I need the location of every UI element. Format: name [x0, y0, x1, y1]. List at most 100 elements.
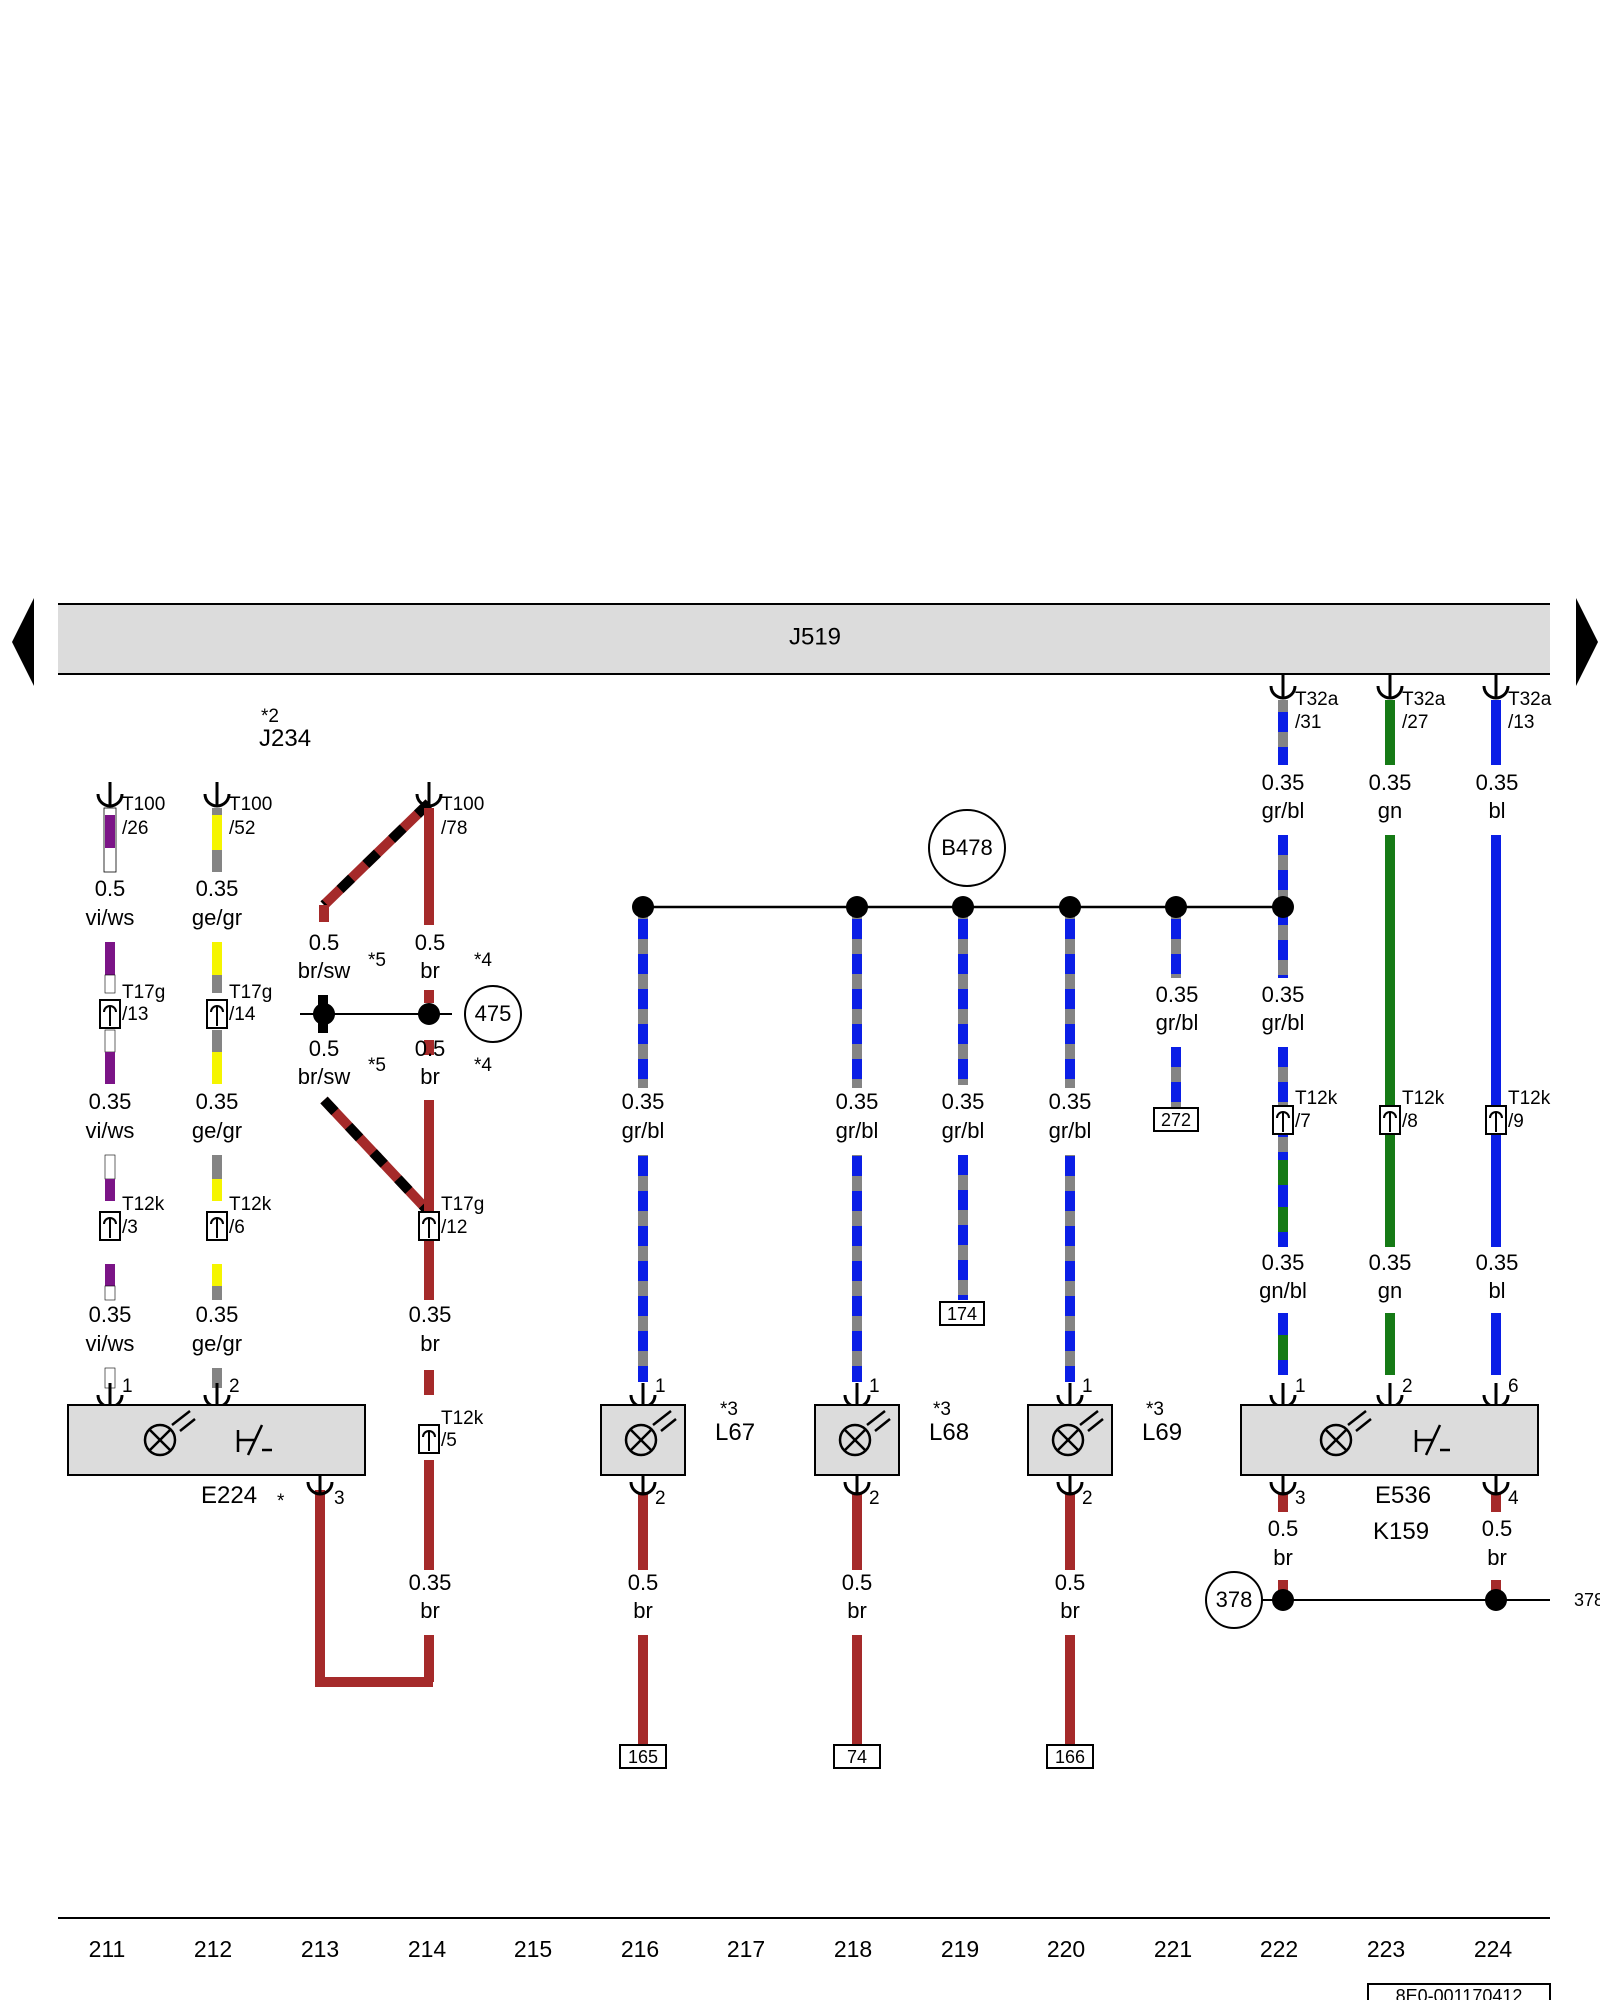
svg-text:0.5: 0.5: [309, 1036, 340, 1061]
svg-text:219: 219: [941, 1936, 979, 1962]
reference-378-edge: 378: [1574, 1590, 1600, 1610]
svg-text:2: 2: [869, 1488, 880, 1509]
lamp-icon: [838, 1410, 891, 1457]
svg-text:gr/bl: gr/bl: [1262, 798, 1305, 823]
svg-text:/78: /78: [441, 818, 467, 839]
lamp-l67: [600, 1404, 686, 1476]
svg-text:T100: T100: [229, 794, 272, 815]
svg-text:/9: /9: [1508, 1111, 1524, 1132]
splices: [632, 896, 1507, 1611]
svg-text:L68: L68: [929, 1419, 969, 1446]
svg-text:4: 4: [1508, 1488, 1519, 1509]
column-numbers: 211 212 213 214 215 216 217 218 219 220 …: [89, 1936, 1513, 1962]
svg-text:2: 2: [1082, 1488, 1093, 1509]
svg-text:gr/bl: gr/bl: [1156, 1010, 1199, 1035]
svg-text:/13: /13: [122, 1004, 148, 1025]
svg-text:*3: *3: [933, 1399, 951, 1420]
svg-text:0.5: 0.5: [1268, 1516, 1299, 1541]
svg-text:*5: *5: [368, 1055, 386, 1076]
svg-text:0.35: 0.35: [1369, 1250, 1412, 1275]
connector-labels: T100/26 T100/52 T100/78 T17g/13 T17g/14 …: [122, 689, 1552, 1451]
svg-text:/5: /5: [441, 1430, 457, 1451]
svg-text:0.35: 0.35: [836, 1089, 879, 1114]
svg-text:0.5: 0.5: [309, 930, 340, 955]
control-unit-label: J519: [789, 623, 841, 650]
inline-connector-arrows: [103, 1005, 1503, 1451]
svg-text:0.35: 0.35: [409, 1570, 452, 1595]
page-next-arrow[interactable]: [1576, 598, 1598, 686]
control-unit-j519: J519: [12, 598, 1598, 686]
svg-text:2: 2: [229, 1376, 240, 1397]
svg-text:/6: /6: [229, 1217, 245, 1238]
svg-text:T100: T100: [441, 794, 484, 815]
svg-text:0.35: 0.35: [622, 1089, 665, 1114]
svg-text:br: br: [1273, 1545, 1293, 1570]
lamp-icon: [1051, 1410, 1104, 1457]
svg-text:224: 224: [1474, 1936, 1513, 1962]
svg-text:ge/gr: ge/gr: [192, 1118, 242, 1143]
svg-text:0.35: 0.35: [1156, 982, 1199, 1007]
svg-text:217: 217: [727, 1936, 765, 1962]
svg-text:gn: gn: [1378, 1278, 1402, 1303]
svg-text:0.35: 0.35: [196, 876, 239, 901]
svg-text:*4: *4: [474, 950, 492, 971]
lamp-icon: [1319, 1410, 1372, 1457]
svg-text:T12k: T12k: [441, 1408, 484, 1429]
svg-text:vi/ws: vi/ws: [86, 905, 135, 930]
svg-text:/3: /3: [122, 1217, 138, 1238]
svg-text:vi/ws: vi/ws: [86, 1331, 135, 1356]
gr-bl-wires: [638, 700, 1288, 1382]
svg-text:L69: L69: [1142, 1419, 1182, 1446]
svg-text:/7: /7: [1295, 1111, 1311, 1132]
component-e536: [1240, 1404, 1539, 1476]
svg-text:0.35: 0.35: [1369, 770, 1412, 795]
svg-text:T12k: T12k: [229, 1194, 272, 1215]
svg-text:0.35: 0.35: [1262, 1250, 1305, 1275]
svg-text:0.35: 0.35: [1262, 982, 1305, 1007]
svg-text:0.5: 0.5: [628, 1570, 659, 1595]
svg-text:ge/gr: ge/gr: [192, 905, 242, 930]
diagram-id: 8E0-001170412: [1396, 1986, 1523, 2000]
reference-378: 378: [1216, 1587, 1253, 1612]
svg-text:1: 1: [655, 1376, 666, 1397]
splice-214: [418, 1003, 440, 1025]
reference-markers: [464, 809, 1263, 1769]
svg-text:vi/ws: vi/ws: [86, 1118, 135, 1143]
svg-text:gr/bl: gr/bl: [1262, 1010, 1305, 1035]
svg-text:T17g: T17g: [441, 1194, 484, 1215]
lamp-l69: [1027, 1404, 1113, 1476]
svg-text:1: 1: [869, 1376, 880, 1397]
svg-text:0.5: 0.5: [1482, 1516, 1513, 1541]
svg-text:0.35: 0.35: [196, 1302, 239, 1327]
svg-text:*4: *4: [474, 1055, 492, 1076]
svg-text:2: 2: [655, 1488, 666, 1509]
diagram-id-box: [1367, 1983, 1551, 2000]
reference-475: 475: [475, 1001, 512, 1026]
reference-272[interactable]: 272: [1161, 1110, 1191, 1130]
component-labels: E224 L67 L68 L69 E536 K159: [201, 1419, 1431, 1545]
wire-column-211: [103, 807, 117, 1389]
lamp-icon: [143, 1410, 196, 1457]
reference-165[interactable]: 165: [628, 1747, 658, 1767]
svg-text:0.5: 0.5: [415, 1036, 446, 1061]
svg-text:br: br: [1487, 1545, 1507, 1570]
svg-text:0.35: 0.35: [89, 1089, 132, 1114]
svg-text:/12: /12: [441, 1217, 467, 1238]
reference-174[interactable]: 174: [947, 1304, 977, 1324]
svg-text:T12k: T12k: [1402, 1088, 1445, 1109]
pin-numbers: 1 2 3 1 2 1 2 1 2 1 2 6 3 4: [122, 1376, 1519, 1509]
reference-166[interactable]: 166: [1055, 1747, 1085, 1767]
svg-text:E224: E224: [201, 1482, 257, 1509]
svg-text:220: 220: [1047, 1936, 1085, 1962]
svg-text:/31: /31: [1295, 712, 1321, 733]
svg-text:ge/gr: ge/gr: [192, 1331, 242, 1356]
svg-text:0.35: 0.35: [942, 1089, 985, 1114]
lamp-l68: [814, 1404, 900, 1476]
svg-text:/52: /52: [229, 818, 255, 839]
svg-text:/14: /14: [229, 1004, 256, 1025]
svg-text:T32a: T32a: [1402, 689, 1446, 710]
svg-text:1: 1: [1082, 1376, 1093, 1397]
reference-74[interactable]: 74: [847, 1747, 867, 1767]
page-prev-arrow[interactable]: [12, 598, 34, 686]
